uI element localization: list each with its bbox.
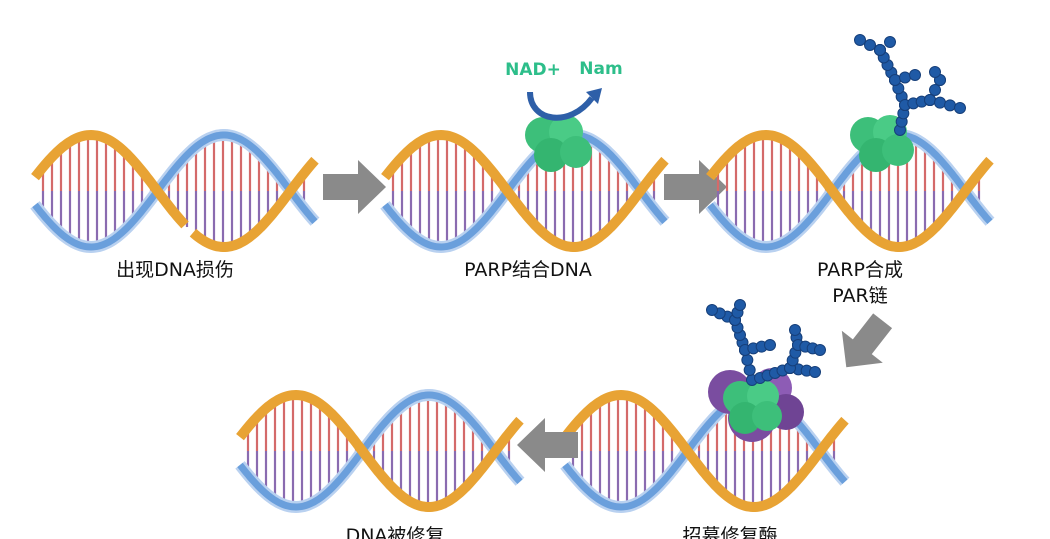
orange-strand (236, 389, 524, 512)
orange-strand (561, 389, 849, 512)
blue-strand-shadow (235, 389, 525, 514)
base-pair-rungs (246, 395, 511, 507)
step-3-label-line1: PARP合成 (817, 259, 903, 281)
dna-helix-repaired (235, 389, 525, 514)
step-5-label: DNA被修复 (346, 525, 445, 539)
par-chain-icon (854, 34, 966, 136)
parp-protein-icon (723, 380, 782, 434)
down-left-arrow-icon (841, 313, 893, 368)
nad-conversion-arrow-icon (527, 88, 602, 121)
base-pair-rungs (716, 135, 981, 247)
step-3-label-line2: PAR链 (832, 285, 887, 307)
step-1-label: 出现DNA损伤 (116, 259, 234, 281)
blue-strand (32, 131, 318, 251)
blue-strand-shadow (380, 129, 670, 254)
orange-strand-right (189, 156, 319, 252)
orange-strand (706, 129, 994, 252)
blue-strand-shadow (30, 129, 320, 254)
parp-protein-icon (850, 115, 914, 172)
base-pair-rungs (41, 135, 306, 247)
step-4-label: 招募修复酶 (682, 525, 777, 539)
nad-label: NAD+ (505, 60, 561, 80)
base-pair-rungs (571, 395, 836, 507)
dna-helix-par-synthesis (705, 129, 995, 254)
orange-strand-left (31, 129, 189, 229)
parp-protein-icon (525, 115, 592, 172)
par-chain-icon (706, 299, 826, 386)
nam-label: Nam (579, 59, 622, 79)
blue-strand (382, 131, 668, 251)
right-arrow-icon (323, 160, 386, 214)
left-arrow-icon (517, 418, 578, 472)
blue-strand (707, 131, 993, 251)
dna-helix-parp-bound (380, 129, 670, 254)
blue-strand (237, 391, 523, 511)
orange-strand (381, 129, 669, 252)
dna-helix-damaged (30, 129, 320, 254)
blue-strand-shadow (705, 129, 995, 254)
step-2-label: PARP结合DNA (464, 259, 592, 281)
